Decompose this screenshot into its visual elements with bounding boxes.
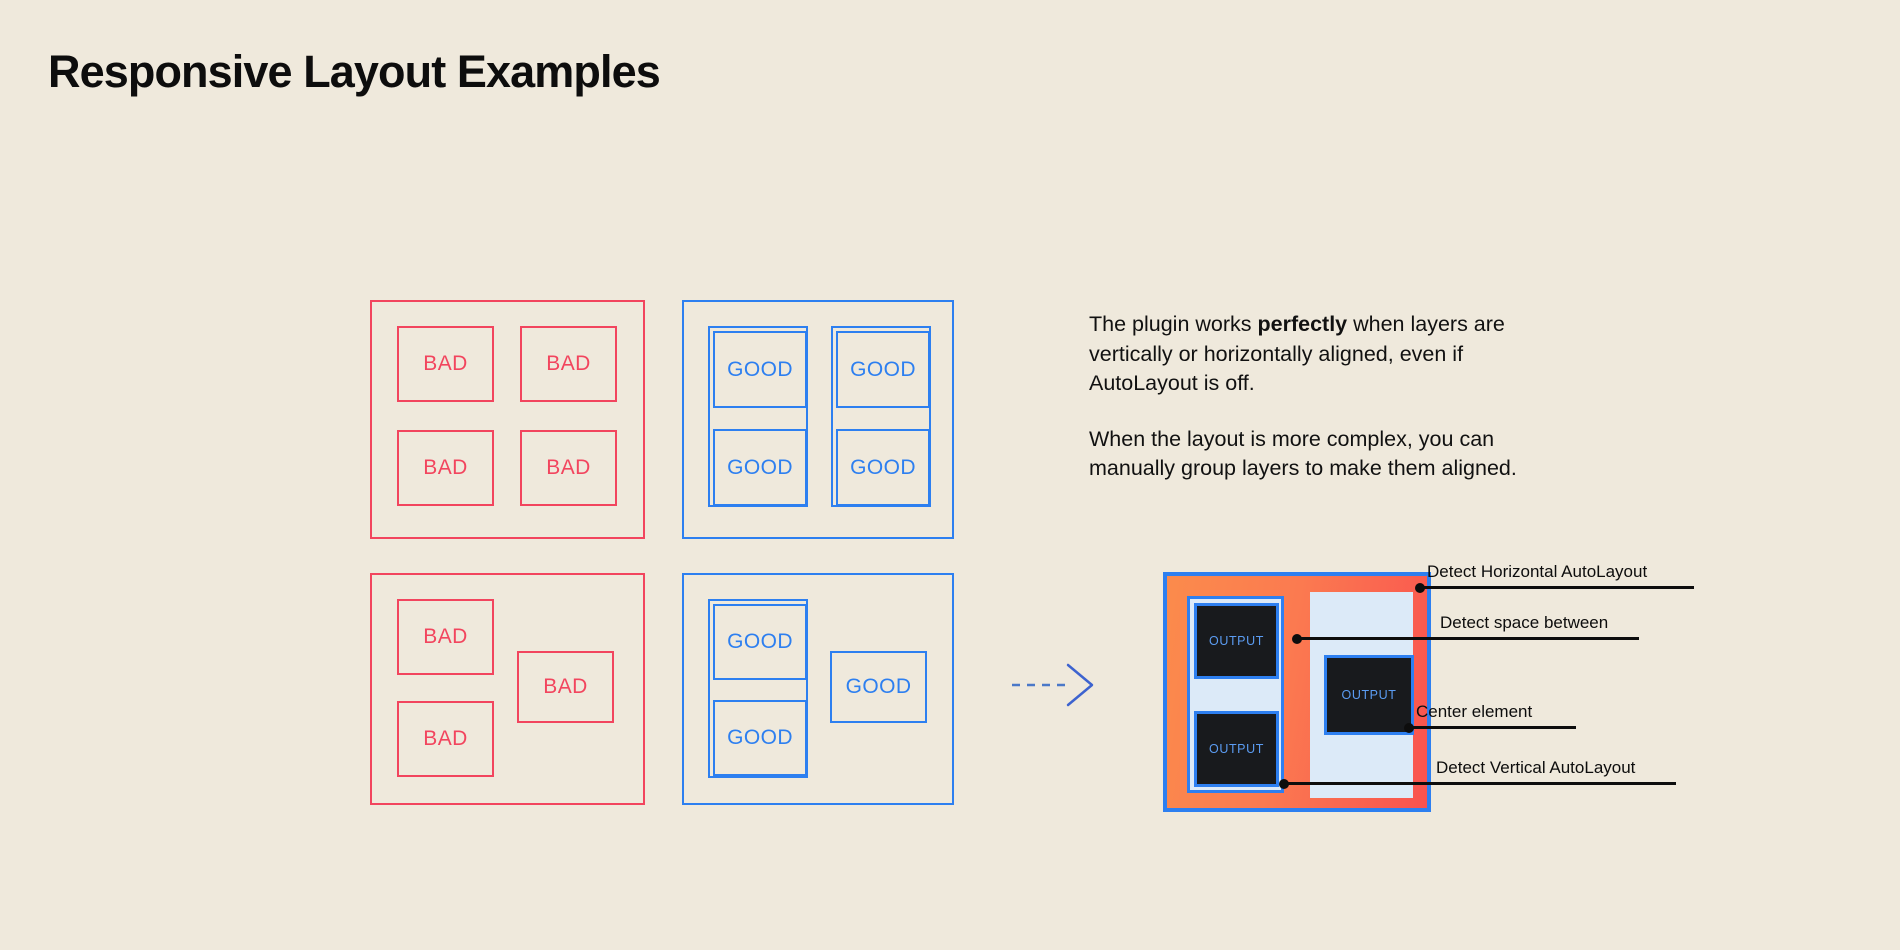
bad-cell: BAD	[397, 701, 494, 777]
page-title: Responsive Layout Examples	[48, 46, 661, 97]
bad-cell: BAD	[397, 430, 494, 506]
bad-cell: BAD	[520, 326, 617, 402]
bad-cell: BAD	[520, 430, 617, 506]
good-group-wrapper: GOOD GOOD	[708, 326, 808, 507]
copy-paragraph-2: When the layout is more complex, you can…	[1089, 426, 1517, 481]
callout-label: Detect Horizontal AutoLayout	[1427, 562, 1648, 581]
callout-label: Detect Vertical AutoLayout	[1436, 758, 1636, 777]
copy-paragraph-1: The plugin works perfectly when layers a…	[1089, 310, 1559, 399]
preview-right-center-panel: OUTPUT	[1310, 592, 1414, 798]
good-cell: GOOD	[713, 429, 807, 506]
bad-cell: BAD	[397, 326, 494, 402]
preview-diagram: OUTPUT OUTPUT OUTPUT	[1163, 572, 1431, 812]
callout-leader-line	[1419, 586, 1694, 589]
callout-leader-line	[1283, 782, 1676, 785]
preview-left-group-panel: OUTPUT OUTPUT	[1187, 596, 1284, 793]
good-cell: GOOD	[713, 604, 807, 680]
output-box: OUTPUT	[1324, 655, 1414, 735]
output-box: OUTPUT	[1194, 603, 1279, 679]
explanation-copy: The plugin works perfectly when layers a…	[1089, 310, 1559, 510]
bad-cell: BAD	[517, 651, 614, 723]
good-cell: GOOD	[836, 429, 930, 506]
good-cell: GOOD	[713, 331, 807, 408]
copy-p1-bold: perfectly	[1257, 312, 1348, 336]
good-cell: GOOD	[713, 700, 807, 776]
good-cell: GOOD	[836, 331, 930, 408]
bad-aligned-grid-frame: BAD BAD BAD BAD	[370, 300, 645, 539]
callout-label: Center element	[1416, 702, 1533, 721]
bad-complex-layout-frame: BAD BAD BAD	[370, 573, 645, 805]
copy-p1-part1: The plugin works	[1089, 312, 1258, 336]
callout-label: Detect space between	[1440, 613, 1609, 632]
good-group-wrapper: GOOD GOOD	[708, 599, 808, 778]
good-complex-layout-frame: GOOD GOOD GOOD	[682, 573, 954, 805]
output-box: OUTPUT	[1194, 711, 1279, 787]
callout-leader-line	[1296, 637, 1639, 640]
bad-cell: BAD	[397, 599, 494, 675]
good-group-wrapper: GOOD GOOD	[831, 326, 931, 507]
good-cell: GOOD	[830, 651, 927, 723]
good-aligned-grid-frame: GOOD GOOD GOOD GOOD	[682, 300, 954, 539]
callout-leader-line	[1408, 726, 1576, 729]
copy-p1-part2: when layers are vertically or horizontal…	[1089, 312, 1505, 395]
dashed-arrow-right-icon	[1010, 660, 1100, 710]
